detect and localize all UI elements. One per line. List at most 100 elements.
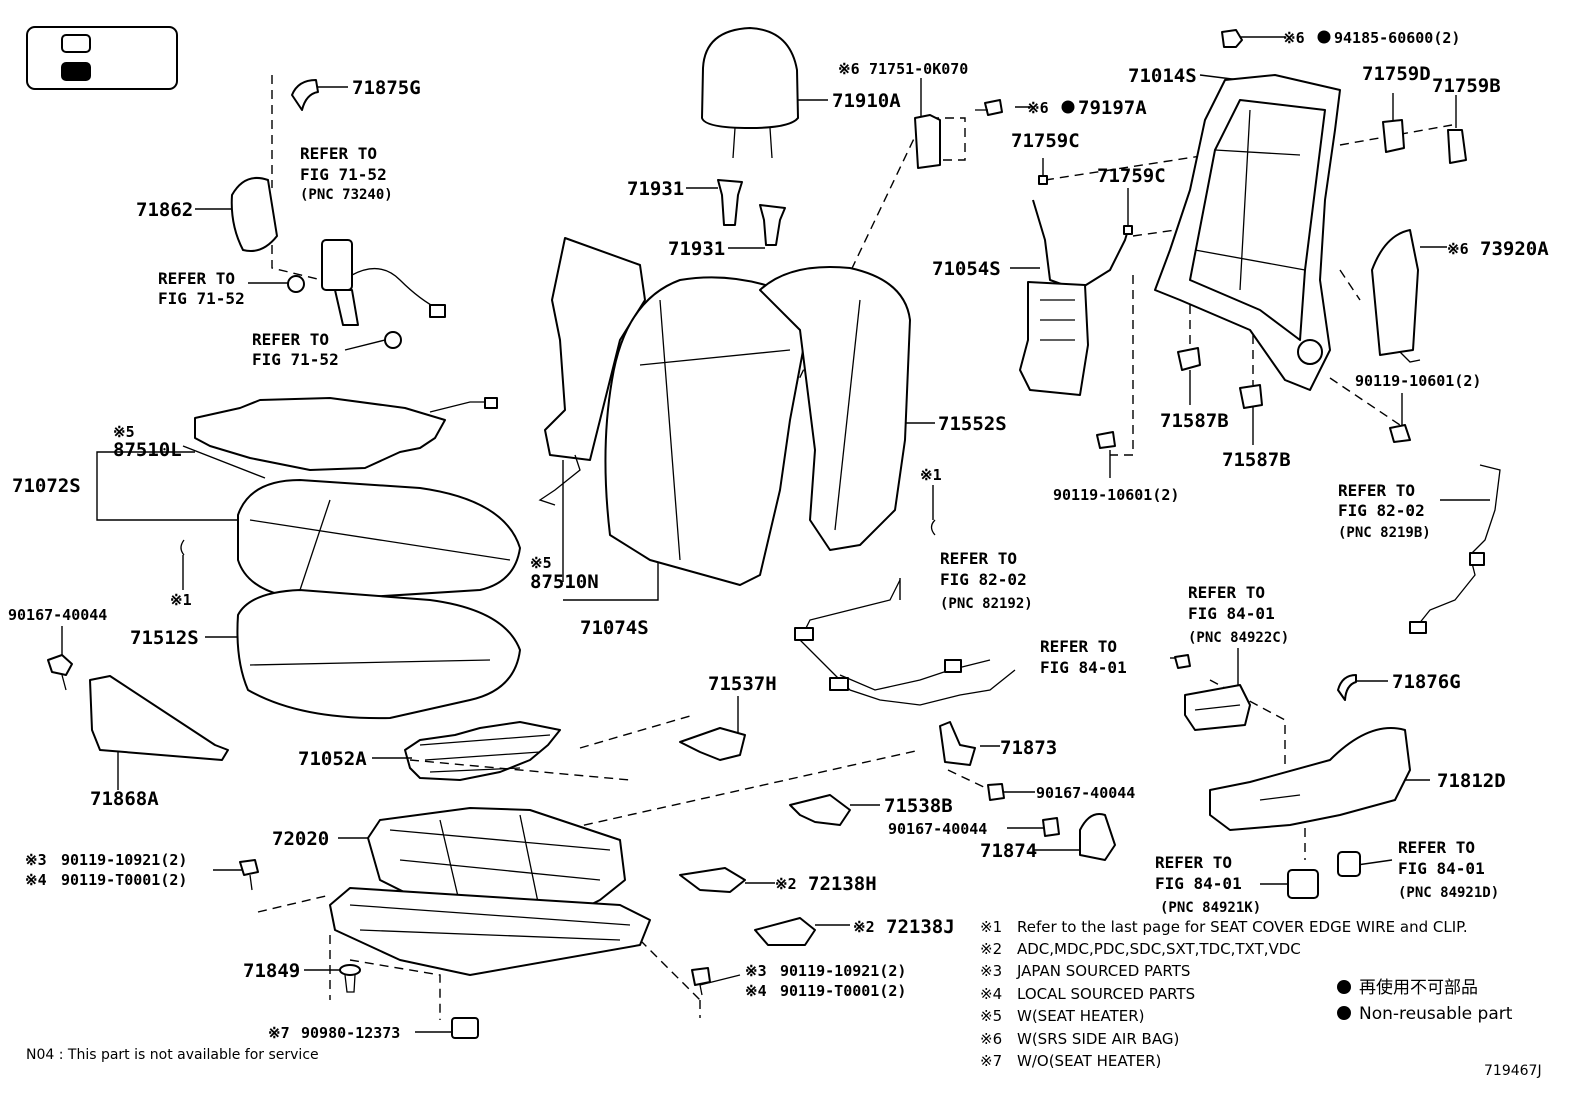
- label-71074s: 71074S: [580, 617, 649, 639]
- back-frame-71014s-shape: [1154, 74, 1341, 391]
- label-94185-60600: 94185-60600(2): [1334, 29, 1460, 47]
- footnote-1-text: Refer to the last page for SEAT COVER ED…: [1017, 918, 1468, 936]
- refer-9-line2: FIG 84-01: [1398, 859, 1485, 878]
- leader-lines: [61, 36, 1490, 1033]
- nonreusable-dot-79197a: [1061, 100, 1075, 114]
- footnotes: ※1 Refer to the last page for SEAT COVER…: [980, 918, 1468, 1070]
- label-71751-0k070: 71751-0K070: [869, 60, 968, 78]
- label-71587b-b: 71587B: [1222, 449, 1291, 471]
- side-shield-71812d-shape: [1209, 727, 1411, 831]
- label-71538b: 71538B: [884, 795, 953, 817]
- bolt-90119-10601-b-shape: [1389, 424, 1411, 443]
- back-pad-71552s-shape: [759, 265, 911, 551]
- bracket-71874-shape: [1079, 813, 1116, 861]
- refer-3-line1: REFER TO: [252, 330, 329, 349]
- refer-6-line3: (PNC 84922C): [1188, 630, 1289, 646]
- mark-4-right: ※4: [745, 982, 767, 1000]
- nut-94185-shape: [1221, 29, 1243, 48]
- footnote-3-mark: ※3: [980, 962, 1002, 980]
- bolt-90167-left-shape: [47, 654, 73, 691]
- footnote-6-text: W(SRS SIDE AIR BAG): [1017, 1030, 1179, 1048]
- legend-box: [26, 26, 178, 90]
- edge-clip-left-shape: [180, 539, 185, 556]
- footnote-7-text: W/O(SEAT HEATER): [1017, 1052, 1161, 1070]
- knob-84921k-shape: [1287, 869, 1319, 899]
- side-cover-71868a-shape: [89, 675, 229, 761]
- mark-7: ※7: [268, 1024, 290, 1042]
- label-71931-b: 71931: [668, 238, 725, 260]
- label-90119-t0001-left: 90119-T0001(2): [61, 871, 187, 889]
- bracket-71751-shape: [914, 114, 941, 169]
- refer-2-line2: FIG 71-52: [158, 289, 245, 308]
- label-72138j: 72138J: [886, 916, 955, 938]
- bolt-90167-a-shape: [987, 783, 1005, 801]
- clip-71587b-b-shape: [1239, 384, 1263, 409]
- clip-71759b-shape: [1447, 129, 1467, 164]
- footer-n04: N04 : This part is not available for ser…: [26, 1047, 319, 1063]
- label-71552s: 71552S: [938, 413, 1007, 435]
- refer-6-line1: REFER TO: [1188, 583, 1265, 602]
- label-71868a: 71868A: [90, 788, 159, 810]
- legend-jp: 再使用不可部品: [1359, 977, 1478, 998]
- mark-6-94185: ※6: [1283, 29, 1305, 47]
- label-71512s: 71512S: [130, 627, 199, 649]
- bolt-90119-left-shape: [239, 859, 259, 891]
- bolt-79197a-shape: [975, 99, 1003, 116]
- knob-84921d-shape: [1337, 851, 1361, 877]
- edge-clip-right-shape: [930, 519, 936, 536]
- footnote-6-mark: ※6: [980, 1030, 1002, 1048]
- label-72020: 72020: [272, 828, 329, 850]
- mark-1-right: ※1: [920, 466, 942, 484]
- label-71876g: 71876G: [1392, 671, 1461, 693]
- refer-6-line2: FIG 84-01: [1188, 604, 1275, 623]
- mark-2-72138j: ※2: [853, 918, 875, 936]
- label-71759d: 71759D: [1362, 63, 1431, 85]
- refer-5-line1: REFER TO: [1338, 481, 1415, 500]
- mark-3-right: ※3: [745, 962, 767, 980]
- label-90119-10921-right: 90119-10921(2): [780, 962, 906, 980]
- label-90119-t0001-right: 90119-T0001(2): [780, 982, 906, 1000]
- clip-71849-shape: [339, 964, 361, 993]
- lumbar-71054s-shape: [1019, 175, 1133, 396]
- label-71849: 71849: [243, 960, 300, 982]
- seat-belt-buckle-shape: [287, 239, 446, 349]
- label-72138h: 72138H: [808, 873, 877, 895]
- refer-8-line1: REFER TO: [1155, 853, 1232, 872]
- mark-6-73920a: ※6: [1447, 240, 1469, 258]
- refer-3-line2: FIG 71-52: [252, 350, 339, 369]
- clip-71876g-shape: [1337, 674, 1357, 701]
- legend-en: Non-reusable part: [1359, 1004, 1513, 1024]
- headrest-71910a-shape: [701, 27, 799, 159]
- label-71759c-a: 71759C: [1011, 130, 1080, 152]
- switch-84922c-shape: [1174, 654, 1251, 731]
- label-73920a: 73920A: [1480, 238, 1549, 260]
- label-71072s: 71072S: [12, 475, 81, 497]
- cover-72138h-shape: [679, 867, 746, 893]
- refer-1-line1: REFER TO: [300, 144, 377, 163]
- refer-4-line1: REFER TO: [940, 549, 1017, 568]
- bracket-71537h-shape: [679, 727, 746, 761]
- refer-8-line3: (PNC 84921K): [1160, 900, 1261, 916]
- refer-5-line3: (PNC 8219B): [1338, 525, 1431, 541]
- guides-71931-shape: [717, 179, 786, 246]
- label-71587b-a: 71587B: [1160, 410, 1229, 432]
- footnote-1-mark: ※1: [980, 918, 1002, 936]
- mark-6-79197a: ※6: [1027, 99, 1049, 117]
- label-90980-12373: 90980-12373: [301, 1024, 400, 1042]
- wire-harness-82192-shape: [794, 579, 1016, 706]
- footnote-5-mark: ※5: [980, 1007, 1002, 1025]
- heater-wire-87510n: [538, 454, 581, 506]
- mark-1-left: ※1: [170, 591, 192, 609]
- refer-2-line1: REFER TO: [158, 269, 235, 288]
- clip-71875g-shape: [291, 79, 319, 111]
- bolt-90167-b-shape: [1042, 817, 1060, 837]
- label-90119-10601-b: 90119-10601(2): [1355, 372, 1481, 390]
- legend-dot-jp: [1337, 980, 1351, 994]
- mark-5-back: ※5: [530, 554, 552, 572]
- label-90167-40044-a: 90167-40044: [1036, 784, 1135, 802]
- label-71759b: 71759B: [1432, 75, 1501, 97]
- bracket-71538b-shape: [789, 794, 851, 826]
- wire-harness-8219b-shape: [1409, 464, 1501, 634]
- mark-2-72138h: ※2: [775, 875, 797, 893]
